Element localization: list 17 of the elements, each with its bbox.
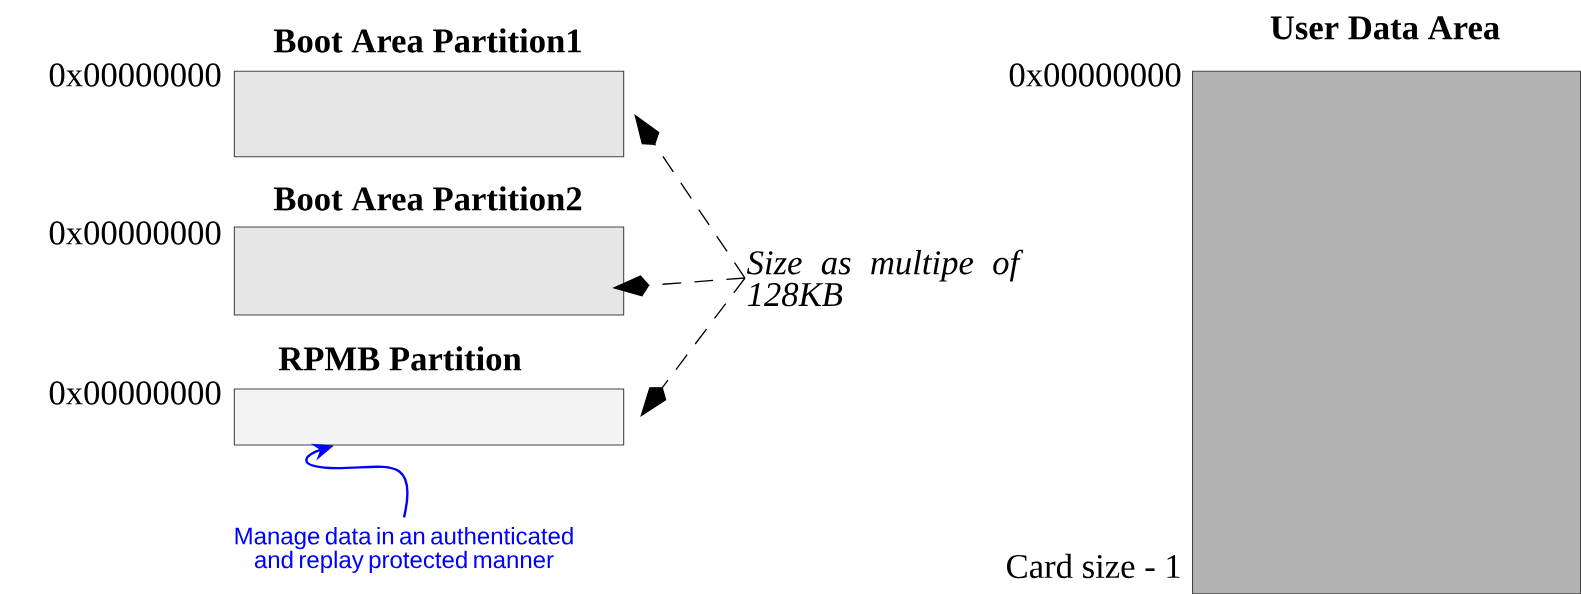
partition-box: Boot Area Partition2: [233, 186, 625, 316]
annotation-text: Size as multipe of 128KB: [747, 249, 1024, 307]
node-label: Boot Area Partition2: [273, 186, 582, 211]
node-label: RPMB Partition: [278, 346, 522, 371]
address-label: 0x00000000: [1009, 63, 1181, 87]
address-label: 0x00000000: [49, 381, 221, 405]
partition-box: User Data Area: [1191, 16, 1581, 594]
address-label: 0x00000000: [49, 63, 221, 87]
note-text: Manage data in an authenticated and replay protected manner: [235, 526, 573, 574]
arrow: [634, 114, 746, 279]
partition-box: Boot Area Partition1: [233, 28, 625, 158]
address-label: 0x00000000: [49, 221, 221, 245]
leader-line: [305, 443, 409, 518]
arrow: [640, 277, 746, 417]
node-label: User Data Area: [1270, 16, 1500, 40]
node-label: Boot Area Partition1: [273, 28, 581, 53]
partition-box: RPMB Partition: [233, 346, 625, 446]
